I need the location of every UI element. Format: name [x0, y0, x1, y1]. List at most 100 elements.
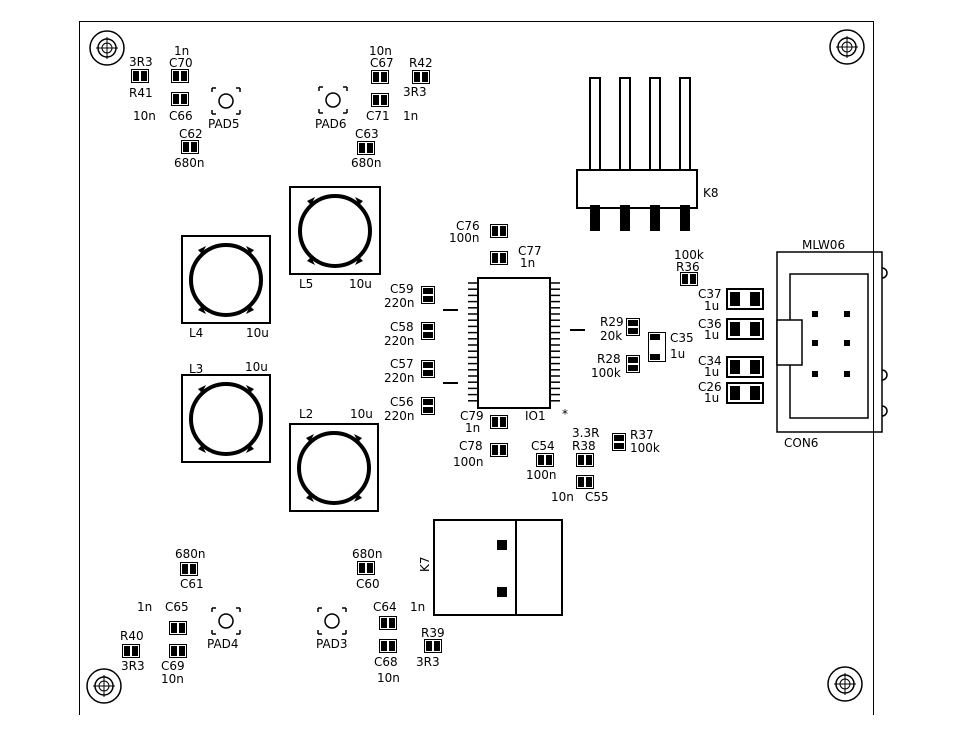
capacitor-c37 — [726, 288, 764, 310]
label-io1-marker: * — [562, 407, 568, 421]
pad3-footprint — [317, 607, 347, 635]
label-c70-value: 1n — [174, 44, 190, 58]
capacitor-c57 — [421, 360, 435, 378]
label-r28-value: 100k — [591, 366, 621, 380]
label-r37-value: 100k — [630, 441, 660, 455]
label-c26: C26 — [698, 380, 722, 394]
mounting-hole-bottom-left — [86, 668, 122, 704]
resistor-r37 — [612, 433, 626, 451]
label-c65-value: 1n — [137, 600, 153, 614]
label-r36: R36 — [676, 260, 700, 274]
label-c69: C69 — [161, 659, 185, 673]
label-r41-value: 3R3 — [129, 55, 153, 69]
label-con6: CON6 — [784, 436, 819, 450]
label-c79-value: 1n — [465, 421, 481, 435]
resistor-r28 — [626, 355, 640, 373]
label-r39: R39 — [421, 626, 445, 640]
capacitor-c56 — [421, 397, 435, 415]
capacitor-c59 — [421, 286, 435, 304]
label-pad3: PAD3 — [316, 637, 348, 651]
label-c37: C37 — [698, 287, 722, 301]
label-c36: C36 — [698, 317, 722, 331]
inductor-l3 — [181, 374, 271, 463]
pad5-footprint — [211, 87, 241, 115]
resistor-r39 — [424, 639, 442, 653]
label-c71-value: 1n — [403, 109, 419, 123]
capacitor-c36 — [726, 318, 764, 340]
label-c55-value: 10n — [551, 490, 574, 504]
label-c68-value: 10n — [377, 671, 400, 685]
resistor-r36 — [680, 272, 698, 286]
mounting-hole-top-left — [89, 30, 125, 66]
label-c26-value: 1u — [704, 391, 720, 405]
label-r28: R28 — [597, 352, 621, 366]
label-l2: L2 — [299, 407, 314, 421]
label-c76-value: 100n — [449, 231, 480, 245]
label-c69-value: 10n — [161, 672, 184, 686]
capacitor-c68 — [379, 639, 397, 653]
label-pad4: PAD4 — [207, 637, 239, 651]
resistor-r38 — [576, 453, 594, 467]
label-c61-value: 680n — [175, 547, 206, 561]
pad4-footprint — [211, 607, 241, 635]
label-c58: C58 — [390, 320, 414, 334]
label-r36-value: 100k — [674, 248, 704, 262]
label-c76: C76 — [456, 219, 480, 233]
label-r39-value: 3R3 — [416, 655, 440, 669]
label-c62-value: 680n — [174, 156, 205, 170]
label-r38: R38 — [572, 439, 596, 453]
capacitor-c71 — [371, 93, 389, 107]
capacitor-c66 — [171, 92, 189, 106]
label-c78-value: 100n — [453, 455, 484, 469]
label-r38-value: 3.3R — [572, 426, 600, 440]
capacitor-c35 — [648, 332, 666, 362]
label-c63-value: 680n — [351, 156, 382, 170]
label-l4: L4 — [189, 326, 204, 340]
label-c78: C78 — [459, 439, 483, 453]
label-c61: C61 — [180, 577, 204, 591]
label-c59: C59 — [390, 282, 414, 296]
label-c70: C70 — [169, 56, 193, 70]
capacitor-c63 — [357, 141, 375, 155]
label-l3-value: 10u — [245, 360, 268, 374]
label-r37: R37 — [630, 428, 654, 442]
label-c57-value: 220n — [384, 371, 415, 385]
label-c79: C79 — [460, 409, 484, 423]
resistor-r42 — [412, 70, 430, 84]
capacitor-c69 — [169, 644, 187, 658]
label-c67-value: 10n — [369, 44, 392, 58]
capacitor-c55 — [576, 475, 594, 489]
label-r29-value: 20k — [600, 329, 623, 343]
inductor-l5 — [289, 186, 381, 275]
label-c65: C65 — [165, 600, 189, 614]
label-c67: C67 — [370, 56, 394, 70]
inductor-l2 — [289, 423, 379, 512]
resistor-r41 — [131, 69, 149, 83]
connector-k8 — [576, 77, 698, 231]
label-mlw06: MLW06 — [802, 238, 846, 252]
label-c34: C34 — [698, 354, 722, 368]
capacitor-c78 — [490, 443, 508, 457]
label-c66-value: 10n — [133, 109, 156, 123]
label-c58-value: 220n — [384, 334, 415, 348]
label-c54: C54 — [531, 439, 555, 453]
label-l5-value: 10u — [349, 277, 372, 291]
capacitor-c76 — [490, 224, 508, 238]
label-r40: R40 — [120, 629, 144, 643]
inductor-l4 — [181, 235, 271, 324]
label-c64: C64 — [373, 600, 397, 614]
capacitor-c77 — [490, 251, 508, 265]
capacitor-c67 — [371, 70, 389, 84]
label-c59-value: 220n — [384, 296, 415, 310]
label-c34-value: 1u — [704, 365, 720, 379]
label-c66: C66 — [169, 109, 193, 123]
label-r41: R41 — [129, 86, 153, 100]
label-c55: C55 — [585, 490, 609, 504]
label-c63: C63 — [355, 127, 379, 141]
capacitor-c65 — [169, 621, 187, 635]
label-l2-value: 10u — [350, 407, 373, 421]
label-c77: C77 — [518, 244, 542, 258]
mounting-hole-top-right — [829, 29, 865, 65]
